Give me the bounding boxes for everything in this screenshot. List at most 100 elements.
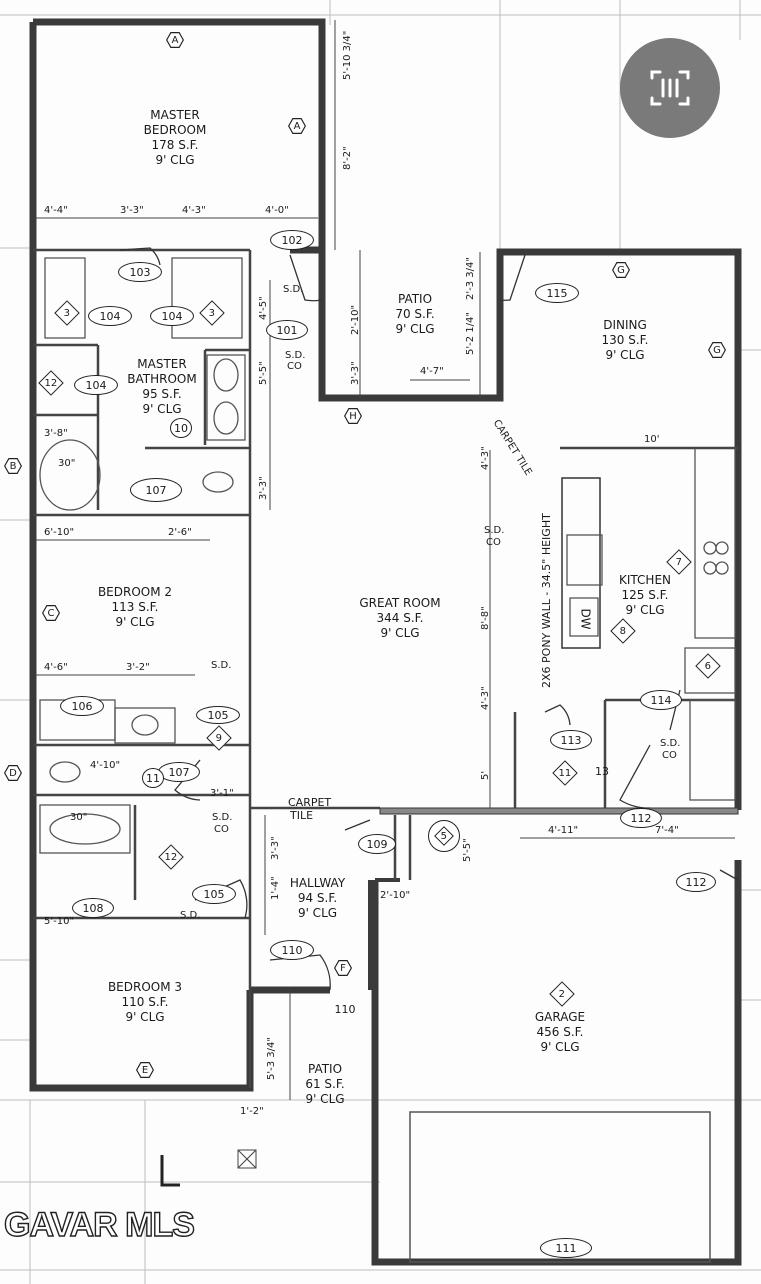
- marker-f: F: [334, 960, 352, 976]
- room-name: MASTER BATHROOM: [127, 357, 197, 386]
- room-name: PATIO: [307, 1062, 343, 1076]
- room-area: 178 S.F.: [151, 138, 199, 152]
- room-name: PATIO: [397, 292, 433, 306]
- dimension: 5'-10": [44, 916, 75, 927]
- room-ceiling: 9' CLG: [115, 615, 155, 629]
- door-tag: 10: [170, 418, 192, 438]
- marker-e: E: [136, 1062, 154, 1078]
- door-tag: 111: [540, 1238, 592, 1258]
- marker-a-side: A: [288, 118, 306, 134]
- door-tag: 107: [158, 762, 200, 782]
- marker-g-side: G: [708, 342, 726, 358]
- dimension: 4'-4": [44, 205, 68, 216]
- smoke-detector: S.D.: [212, 812, 233, 823]
- door-tag: 11: [142, 768, 164, 788]
- room-name: GARAGE: [534, 1010, 586, 1024]
- door-tag: 104: [150, 306, 194, 326]
- room-ceiling: 9' CLG: [297, 906, 338, 920]
- room-patio-top: PATIO 70 S.F. 9' CLG: [370, 292, 460, 337]
- pony-wall-note: 2X6 PONY WALL - 34.5" HEIGHT: [540, 513, 553, 688]
- scan-text-icon-glyph: [650, 70, 690, 106]
- door-tag: 104: [88, 306, 132, 326]
- room-great-room: GREAT ROOM 344 S.F. 9' CLG: [340, 596, 460, 641]
- marker-5: 5: [428, 820, 460, 852]
- room-hallway: HALLWAY 94 S.F. 9' CLG: [280, 876, 355, 921]
- dimension: 7'-4": [655, 825, 679, 836]
- smoke-detector: S.D.: [285, 350, 306, 361]
- dimension: 2'-6": [168, 527, 192, 538]
- dimension: 4'-7": [420, 366, 444, 377]
- marker-a-top: A: [166, 32, 184, 48]
- room-area: 94 S.F.: [297, 891, 338, 905]
- dimension: 3'-8": [44, 428, 68, 439]
- dimension: 5'-2 1/4": [465, 312, 476, 355]
- marker-b: B: [4, 458, 22, 474]
- room-name: HALLWAY: [289, 876, 346, 890]
- co-detector: CO: [287, 361, 302, 372]
- room-kitchen: KITCHEN 125 S.F. 9' CLG: [605, 573, 685, 618]
- room-dining: DINING 130 S.F. 9' CLG: [575, 318, 675, 363]
- room-ceiling: 9' CLG: [142, 402, 182, 416]
- room-ceiling: 9' CLG: [395, 322, 435, 336]
- room-area: 125 S.F.: [621, 588, 669, 602]
- door-tag: 105: [196, 706, 240, 724]
- tub-size: 30": [58, 458, 76, 469]
- door-tag: 108: [72, 898, 114, 918]
- dimension: 5'-10 3/4": [342, 30, 353, 80]
- dimension: 2'-10": [380, 890, 411, 901]
- co-detector: CO: [662, 750, 677, 761]
- room-name: BEDROOM 2: [97, 585, 173, 599]
- door-tag: 106: [60, 696, 104, 716]
- dimension: 5'-5": [258, 361, 269, 385]
- co-detector: CO: [486, 537, 501, 548]
- door-tag: 110: [334, 1002, 356, 1016]
- room-name: MASTER BEDROOM: [143, 108, 207, 137]
- room-area: 61 S.F.: [305, 1077, 345, 1091]
- dimension: 3'-2": [126, 662, 150, 673]
- dimension: 4'-0": [265, 205, 289, 216]
- door-tag: 13: [595, 764, 609, 778]
- marker-c: C: [42, 605, 60, 621]
- door-tag: 103: [118, 262, 162, 282]
- smoke-detector: S.D.: [484, 525, 505, 536]
- door-tag: 115: [535, 283, 579, 303]
- room-master-bedroom: MASTER BEDROOM 178 S.F. 9' CLG: [120, 108, 230, 168]
- room-ceiling: 9' CLG: [540, 1040, 580, 1054]
- room-area: 110 S.F.: [121, 995, 169, 1009]
- room-area: 344 S.F.: [376, 611, 424, 625]
- dimension: 3'-3": [270, 836, 281, 860]
- room-ceiling: 9' CLG: [605, 348, 645, 362]
- room-ceiling: 9' CLG: [380, 626, 420, 640]
- room-name: DINING: [603, 318, 647, 332]
- room-bedroom-3: BEDROOM 3 110 S.F. 9' CLG: [95, 980, 195, 1025]
- dimension: 1'-4": [270, 876, 281, 900]
- dimension: 3'-3": [258, 476, 269, 500]
- dimension: 6'-10": [44, 527, 75, 538]
- dimension: 2'-10": [350, 304, 361, 335]
- scan-text-icon[interactable]: [620, 38, 720, 138]
- dimension: 8'-8": [480, 606, 491, 630]
- mls-watermark: GAVAR MLS: [3, 1205, 195, 1244]
- dimension: 3'-3": [120, 205, 144, 216]
- marker-h: H: [344, 408, 362, 424]
- dimension: 4'-5": [258, 296, 269, 320]
- room-area: 130 S.F.: [601, 333, 649, 347]
- room-ceiling: 9' CLG: [625, 603, 665, 617]
- door-tag: 101: [266, 320, 308, 340]
- door-tag: 114: [640, 690, 682, 710]
- dimension: 3'-1": [210, 788, 234, 799]
- dimension: 2'-3 3/4": [465, 257, 476, 300]
- room-name: GREAT ROOM: [359, 596, 441, 610]
- dimension: 4'-10": [90, 760, 121, 771]
- door-tag: 109: [358, 834, 396, 854]
- dimension: 3'-3": [350, 361, 361, 385]
- dimension: 4'-6": [44, 662, 68, 673]
- marker-d: D: [4, 765, 22, 781]
- door-tag: 102: [270, 230, 314, 250]
- dimension: 1'-2": [240, 1106, 264, 1117]
- room-bedroom-2: BEDROOM 2 113 S.F. 9' CLG: [85, 585, 185, 630]
- dimension: 8'-2": [342, 146, 353, 170]
- smoke-detector: S.D.: [283, 284, 304, 295]
